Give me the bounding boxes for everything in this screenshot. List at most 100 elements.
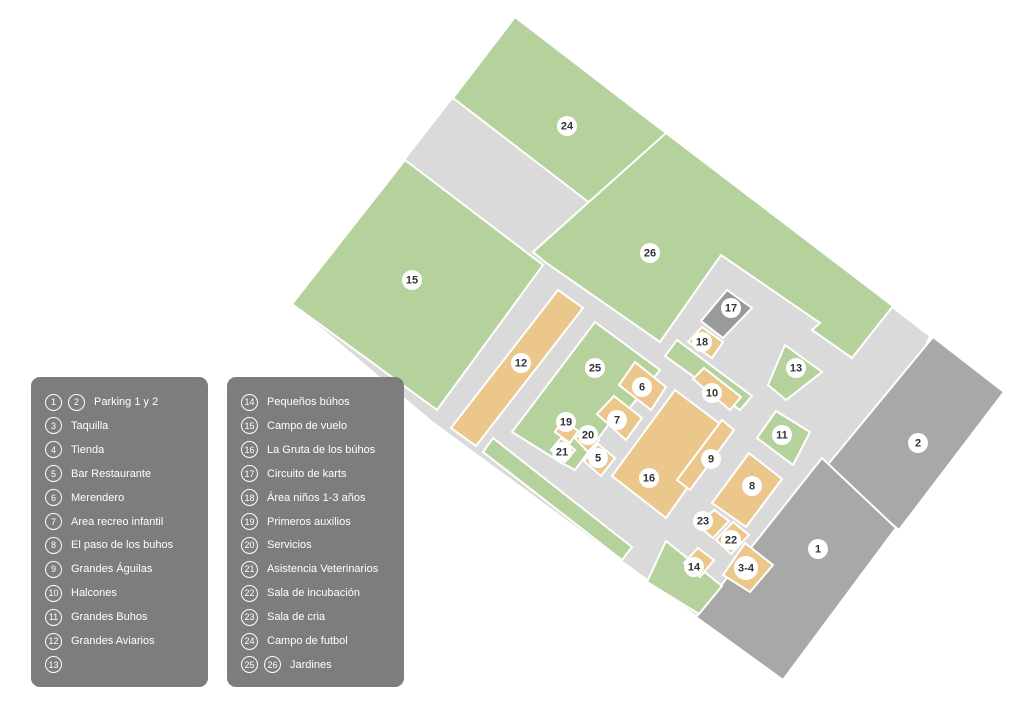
- garden-14: [645, 539, 724, 616]
- marker-label: 1: [815, 544, 821, 556]
- legend-number-badge: 12: [45, 632, 62, 650]
- map-marker-14[interactable]: 14: [684, 557, 704, 577]
- marker-label: 26: [644, 248, 656, 260]
- legend-number-badge: 13: [45, 656, 62, 674]
- marker-label: 2: [915, 438, 921, 450]
- map-marker-7[interactable]: 7: [607, 410, 627, 430]
- map-areas: [290, 15, 1006, 682]
- legend-label: Asistencia Veterinarios: [267, 563, 379, 576]
- marker-circle: [557, 116, 577, 136]
- legend-number-badge: 6: [45, 489, 62, 507]
- marker-circle: [742, 476, 762, 496]
- marker-circle: [702, 383, 722, 403]
- marker-label: 14: [688, 562, 701, 574]
- marker-circle: [588, 448, 608, 468]
- garden-strip: [481, 436, 634, 562]
- map-marker-13[interactable]: 13: [786, 358, 806, 378]
- legend-label: El paso de los buhos: [71, 539, 174, 552]
- map-marker-20[interactable]: 20: [578, 425, 598, 445]
- map-marker-2[interactable]: 2: [908, 433, 928, 453]
- marker-circle: [693, 511, 713, 531]
- map-marker-12[interactable]: 12: [511, 353, 531, 373]
- legend-number-badge: 9: [45, 560, 62, 578]
- map-marker-22[interactable]: 22: [721, 530, 741, 550]
- legend-label: La Gruta de los búhos: [267, 443, 376, 456]
- marker-label: 13: [790, 363, 802, 375]
- legend-number-badge: 8: [45, 536, 62, 554]
- map-marker-24[interactable]: 24: [557, 116, 577, 136]
- marker-circle: [556, 412, 576, 432]
- map-marker-15[interactable]: 15: [402, 270, 422, 290]
- marker-label: 16: [643, 473, 655, 485]
- map-marker-8[interactable]: 8: [742, 476, 762, 496]
- map-marker-25[interactable]: 25: [585, 358, 605, 378]
- marker-label: 12: [515, 358, 527, 370]
- map-marker-6[interactable]: 6: [632, 377, 652, 397]
- marker-circle: [585, 358, 605, 378]
- legend-label: Sala de incubación: [267, 587, 360, 600]
- map-marker-9[interactable]: 9: [701, 449, 721, 469]
- marker-label: 9: [708, 454, 714, 466]
- marker-label: 17: [725, 303, 737, 315]
- legend-label: Merendero: [71, 491, 125, 504]
- legend-number-badge: 2: [68, 393, 85, 411]
- map-marker-17[interactable]: 17: [721, 298, 741, 318]
- parking-1-area: [694, 456, 898, 682]
- marker-circle: [578, 425, 598, 445]
- legend-label: Taquilla: [71, 419, 109, 432]
- legend-label: Pequeños búhos: [267, 396, 350, 408]
- legend-number-badge: 26: [264, 656, 281, 674]
- marker-circle: [639, 468, 659, 488]
- legend-number-badge: 16: [241, 441, 258, 459]
- marker-label: 6: [639, 382, 645, 394]
- legend-number-badge: 19: [241, 513, 258, 530]
- area-26: [531, 131, 895, 360]
- marker-circle: [402, 270, 422, 290]
- map-marker-16[interactable]: 16: [639, 468, 659, 488]
- map-marker-23[interactable]: 23: [693, 511, 713, 531]
- map-marker-21[interactable]: 21: [552, 442, 572, 462]
- map-marker-1[interactable]: 1: [808, 539, 828, 559]
- marker-label: 22: [725, 535, 737, 547]
- legend-item: 13: [45, 654, 71, 676]
- marker-label: 5: [595, 453, 601, 465]
- marker-label: 18: [696, 337, 708, 349]
- marker-circle: [908, 433, 928, 453]
- map-marker-5[interactable]: 5: [588, 448, 608, 468]
- marker-circle: [721, 530, 741, 550]
- marker-circle: [511, 353, 531, 373]
- marker-circle: [808, 539, 828, 559]
- legend-label: Primeros auxilios: [267, 515, 351, 528]
- map-marker-10[interactable]: 10: [702, 383, 722, 403]
- map-marker-11[interactable]: 11: [772, 425, 792, 445]
- legend-number-badge: 10: [45, 584, 62, 602]
- map-marker-18[interactable]: 18: [692, 332, 712, 352]
- marker-circle: [692, 332, 712, 352]
- marker-circle: [632, 377, 652, 397]
- legend-number-badge: 7: [45, 513, 62, 530]
- legend-label: Jardines: [290, 658, 332, 671]
- legend-number-badge: 14: [241, 393, 258, 411]
- legend-label: Campo de vuelo: [267, 419, 348, 432]
- legend-number-badge: 15: [241, 417, 258, 435]
- map-marker-26[interactable]: 26: [640, 243, 660, 263]
- map-marker-19[interactable]: 19: [556, 412, 576, 432]
- legend-number-badge: 17: [241, 465, 258, 483]
- marker-circle: [640, 243, 660, 263]
- marker-label: 3-4: [738, 563, 755, 575]
- map-marker-3-4[interactable]: 3-4: [734, 556, 758, 580]
- legend-number-badge: 11: [45, 608, 62, 626]
- marker-label: 11: [776, 430, 788, 442]
- legend-number-badge: 22: [241, 584, 258, 602]
